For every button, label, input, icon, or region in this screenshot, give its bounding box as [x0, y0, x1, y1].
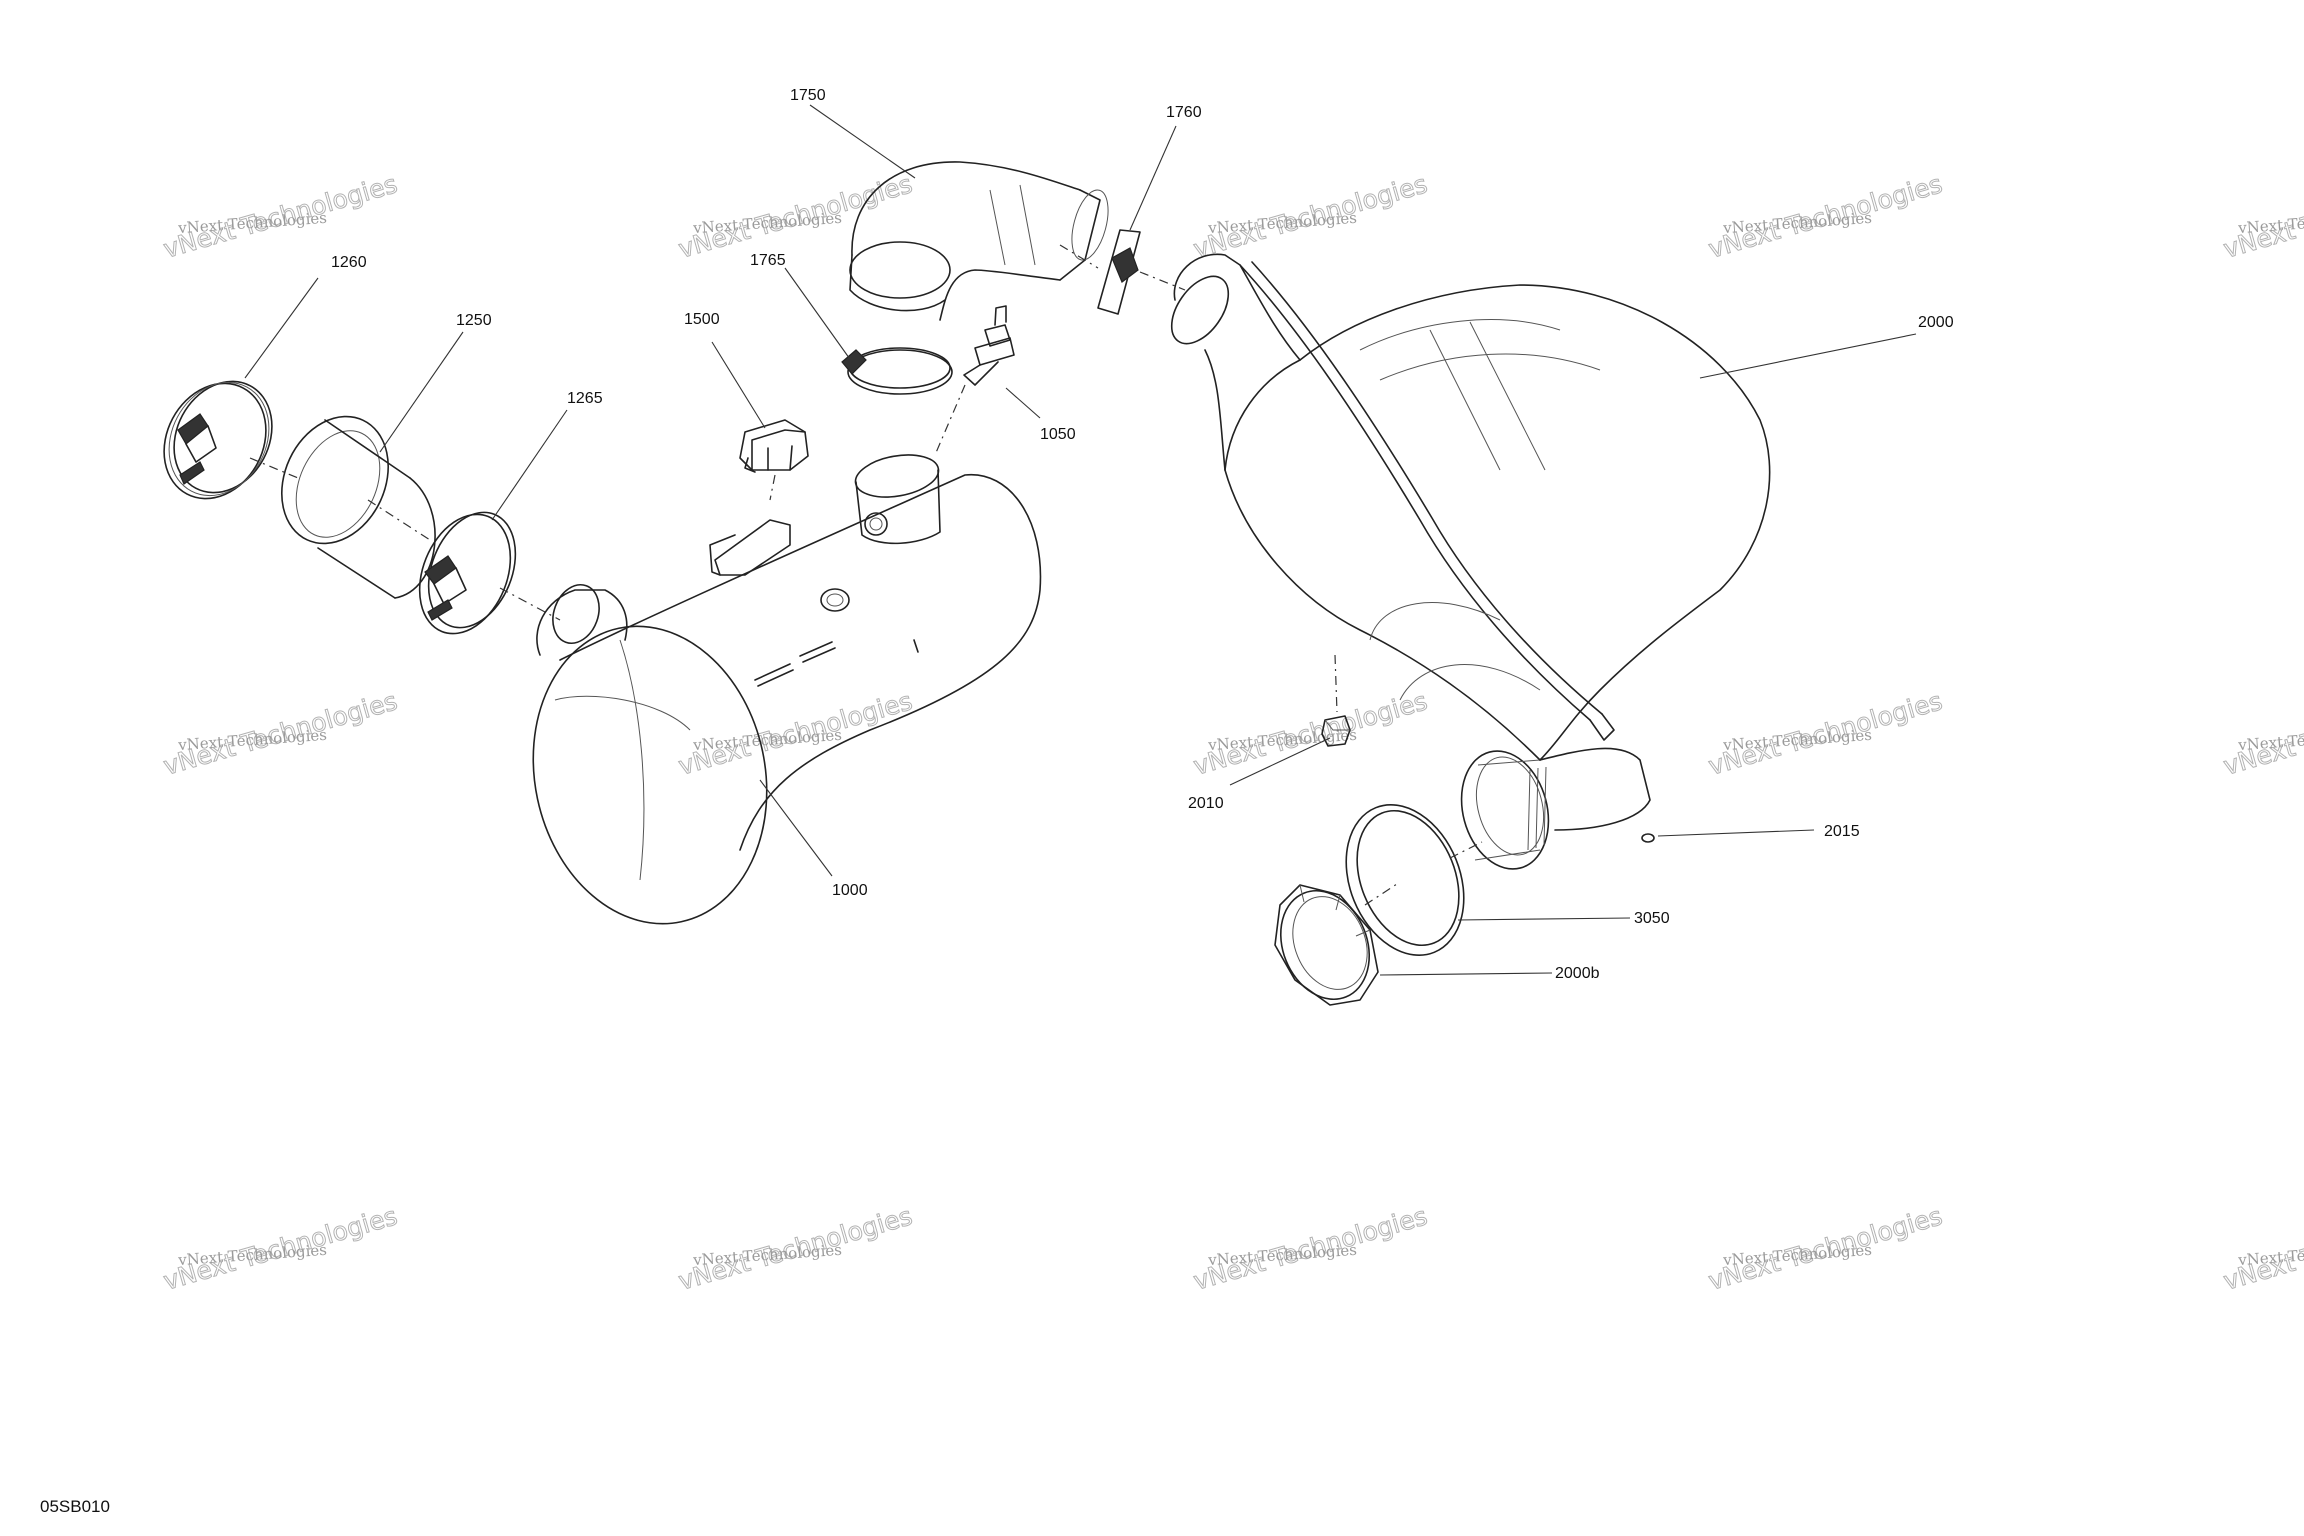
part-2015-clip[interactable]: [1641, 833, 1655, 843]
part-1750-elbow[interactable]: [849, 161, 1115, 321]
label-1260: 1260: [331, 254, 367, 271]
label-1265: 1265: [567, 390, 603, 407]
part-1260-clamp[interactable]: [144, 364, 290, 516]
part-2000b-nut[interactable]: [1265, 877, 1385, 1012]
part-2000-silencer[interactable]: [1160, 253, 1771, 878]
part-1265-clamp[interactable]: [403, 499, 532, 647]
label-2000: 2000: [1918, 314, 1954, 331]
watermark-line1: vNext Technologies: [2237, 209, 2304, 237]
part-2010-fastener[interactable]: [1321, 715, 1351, 747]
part-1250-sleeve[interactable]: [262, 399, 436, 599]
label-1050: 1050: [1040, 426, 1076, 443]
label-1000: 1000: [832, 882, 868, 899]
part-labels: 1260 1250 1265 1500 1765 1750 1760 1050 …: [331, 87, 1954, 982]
leader-lines: [244, 104, 1917, 976]
label-1760: 1760: [1166, 104, 1202, 121]
label-2015: 2015: [1824, 823, 1860, 840]
label-1765: 1765: [750, 252, 786, 269]
part-1500-sensor[interactable]: [739, 419, 809, 473]
part-3050-gasket[interactable]: [1325, 787, 1485, 973]
watermark-line1: vNext Technologies: [2237, 1241, 2304, 1269]
part-1050-temp-sensor[interactable]: [963, 305, 1015, 386]
part-1765-clamp[interactable]: [841, 347, 953, 395]
part-1760-clamp[interactable]: [1097, 229, 1141, 315]
part-1000-muffler[interactable]: [506, 449, 1042, 946]
label-1750: 1750: [790, 87, 826, 104]
label-1250: 1250: [456, 312, 492, 329]
diagram-code: 05SB010: [40, 1497, 110, 1516]
label-1500: 1500: [684, 311, 720, 328]
watermark-line1: vNext Technologies: [2237, 726, 2304, 754]
label-2000b: 2000b: [1555, 965, 1600, 982]
label-3050: 3050: [1634, 910, 1670, 927]
label-2010: 2010: [1188, 795, 1224, 812]
